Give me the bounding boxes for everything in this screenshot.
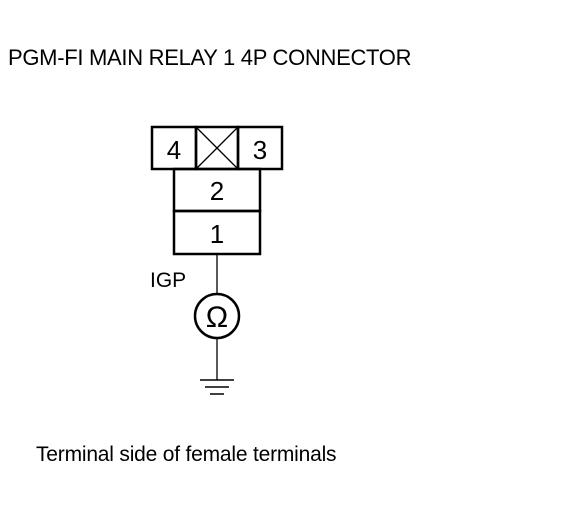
diagram-caption: Terminal side of female terminals: [36, 443, 337, 466]
blank-cavity-x-mark: [195, 126, 239, 170]
terminal-label-3: 3: [253, 135, 267, 165]
terminal-label-2: 2: [210, 176, 224, 206]
ground-icon: [200, 379, 234, 395]
ohm-symbol: Ω: [206, 301, 228, 334]
diagram-title: PGM-FI MAIN RELAY 1 4P CONNECTOR: [8, 45, 412, 70]
wire-label-igp: IGP: [150, 269, 186, 292]
terminal-label-4: 4: [167, 135, 181, 165]
terminal-label-1: 1: [210, 219, 224, 249]
